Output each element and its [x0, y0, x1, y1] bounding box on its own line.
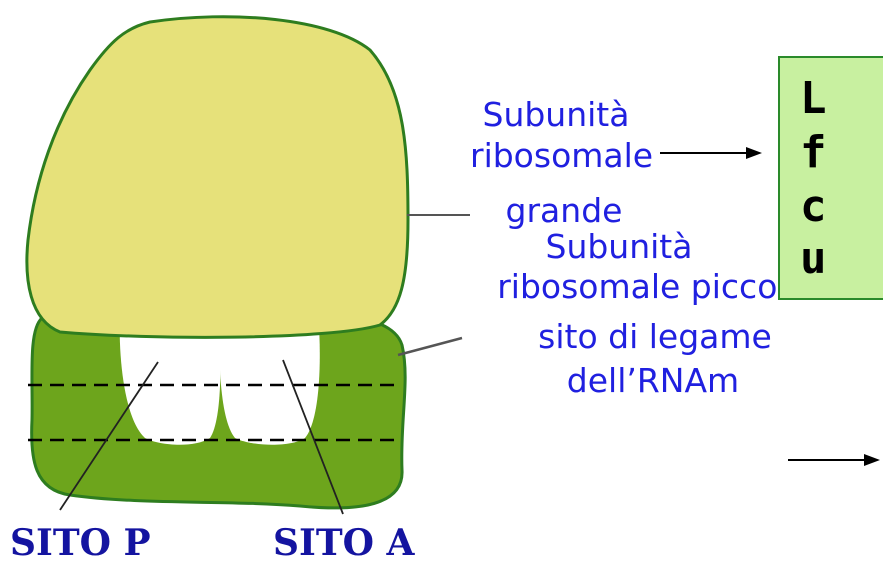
- callout-line-4: u: [800, 234, 827, 284]
- small-subunit-label-line3: sito di legame: [530, 316, 780, 358]
- small-subunit-pointer-line: [398, 338, 462, 355]
- large-subunit-label-line2: ribosomale: [470, 135, 650, 177]
- site-a-label: SITO A: [273, 522, 414, 564]
- mrna-site-arrowhead: [864, 454, 880, 466]
- callout-box: L f c u: [778, 56, 883, 300]
- large-subunit-label-line1: Subunità: [477, 94, 635, 136]
- callout-line-2: f: [800, 128, 827, 178]
- small-subunit-label-line4: dell’RNAm: [548, 360, 758, 402]
- site-p-label: SITO P: [10, 522, 151, 564]
- small-subunit-label-line1: Subunità: [540, 226, 698, 268]
- large-subunit-arrowhead: [746, 147, 762, 159]
- callout-line-3: c: [800, 182, 827, 232]
- large-ribosomal-subunit: [27, 17, 408, 338]
- callout-line-1: L: [800, 74, 827, 124]
